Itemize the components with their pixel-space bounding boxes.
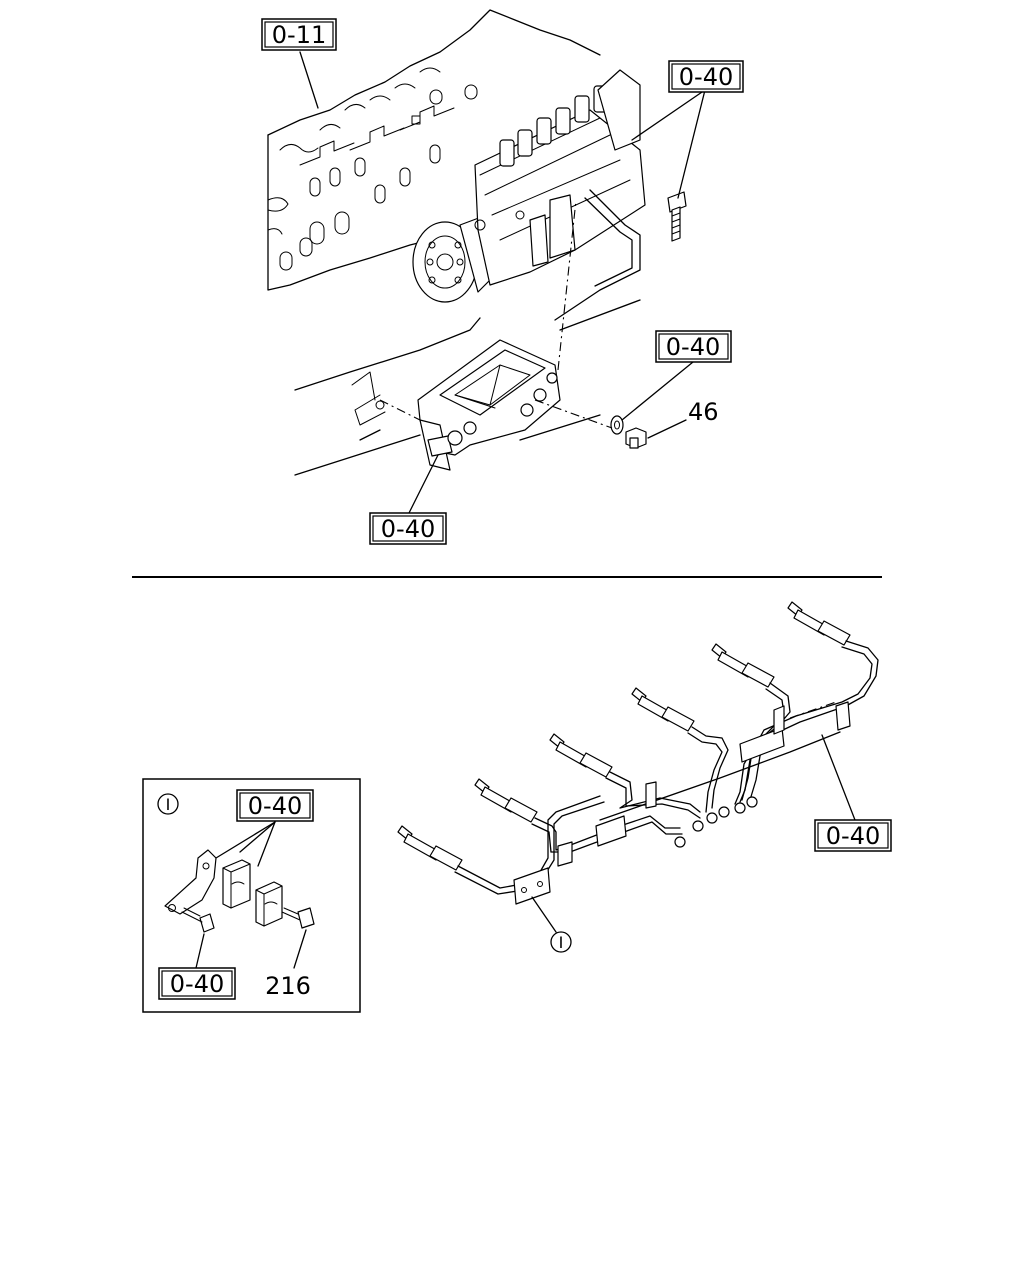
detail-inset: I 0-40 0-40 216 — [142, 778, 361, 1013]
callout-bracket-label: 0-40 — [381, 515, 435, 543]
callout-clamp: 0-40 — [236, 789, 314, 822]
nozzle-connectors — [397, 601, 851, 871]
engine-block-illustration — [267, 9, 641, 476]
detail-marker-inset-label: I — [166, 795, 171, 814]
pump-end-nuts — [674, 796, 758, 848]
detail-marker-bottom: I — [550, 931, 572, 953]
callout-pipe-assembly: 0-40 — [814, 819, 892, 852]
pump-bracket-illustration — [351, 339, 561, 471]
washer-46 — [610, 415, 624, 435]
part-number-46: 46 — [688, 398, 719, 426]
callout-clamp-label: 0-40 — [248, 792, 302, 820]
callout-bracket: 0-40 — [369, 512, 447, 545]
callout-pump-bolt: 0-40 — [668, 60, 744, 93]
part-number-216: 216 — [265, 972, 311, 1000]
pump-bolt — [667, 191, 687, 242]
callout-inset-bolt: 0-40 — [158, 967, 236, 1000]
detail-marker-inset: I — [157, 793, 179, 815]
callout-pump-bolt-label: 0-40 — [679, 63, 733, 91]
injection-pump-illustration — [412, 69, 646, 321]
callout-washer-label: 0-40 — [666, 333, 720, 361]
injection-pipe-assembly — [397, 601, 879, 905]
detail-marker-bottom-label: I — [559, 933, 564, 952]
callout-cylinder-block: 0-11 — [261, 18, 337, 51]
pipe-clamps — [513, 701, 851, 905]
plug-46 — [625, 427, 647, 449]
callout-washer: 0-40 — [655, 330, 732, 363]
callout-cylinder-block-label: 0-11 — [272, 21, 326, 49]
callout-inset-bolt-label: 0-40 — [170, 970, 224, 998]
callout-pipe-assembly-label: 0-40 — [826, 822, 880, 850]
